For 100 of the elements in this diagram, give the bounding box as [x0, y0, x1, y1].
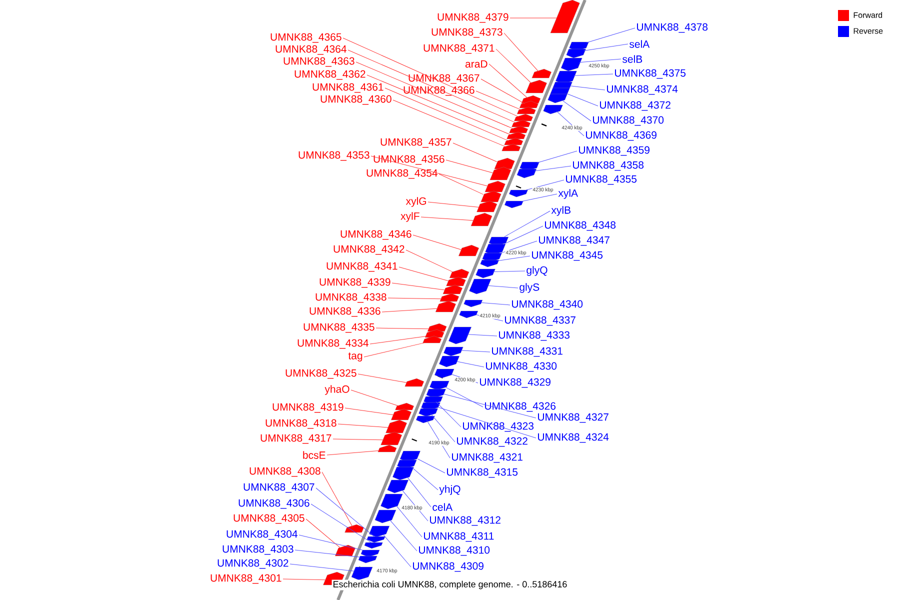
gene-glyph — [566, 48, 586, 58]
leader-line — [370, 336, 428, 344]
gene-glyph — [532, 68, 552, 78]
leader-line — [436, 401, 462, 428]
leader-line — [570, 86, 606, 90]
gene-label: UMNK88_4373 — [432, 28, 502, 38]
leader-line — [376, 328, 430, 330]
gene-label: UMNK88_4303 — [222, 545, 294, 555]
legend-label: Reverse — [854, 28, 883, 34]
gene-label: UMNK88_4311 — [424, 532, 494, 542]
gene-glyph — [516, 106, 536, 114]
leader-line — [497, 256, 530, 262]
gene-label: UMNK88_4371 — [424, 44, 494, 54]
gene-label: UMNK88_4358 — [573, 161, 644, 171]
gene-glyph — [484, 180, 506, 192]
gene-label: UMNK88_4347 — [539, 236, 610, 246]
gene-label: UMNK88_4342 — [334, 245, 404, 255]
leader-line — [430, 413, 456, 442]
leader-line — [338, 424, 389, 428]
gene-glyph — [464, 300, 483, 308]
gene-label: UMNK88_4312 — [430, 516, 500, 526]
leader-line — [390, 520, 418, 552]
leader-line — [428, 202, 480, 208]
leader-line — [310, 504, 372, 543]
gene-label: UMNK88_4359 — [579, 146, 650, 156]
gene-label: UMNK88_4334 — [298, 339, 368, 349]
leader-line — [382, 534, 412, 568]
leader-line — [366, 74, 512, 136]
leader-line — [282, 578, 326, 580]
gene-glyph — [400, 450, 420, 462]
gene-glyph — [378, 444, 397, 452]
leader-line — [480, 302, 510, 306]
gene-label: UMNK88_4333 — [499, 331, 570, 341]
gene-glyph — [369, 526, 390, 538]
gene-glyph — [476, 268, 496, 278]
leader-line — [426, 420, 450, 458]
gene-glyph — [480, 190, 502, 202]
gene-label: celA — [432, 503, 453, 511]
leader-line — [384, 88, 509, 142]
gene-glyph — [424, 396, 443, 405]
gene-label: UMNK88_4353 — [298, 151, 370, 161]
gene-glyph — [569, 42, 589, 52]
gene-glyph — [480, 260, 500, 268]
leader-line — [407, 476, 432, 508]
leader-line — [420, 216, 474, 221]
gene-label: glyS — [520, 283, 540, 293]
leader-line — [584, 44, 628, 52]
leader-line — [306, 518, 340, 548]
gene-glyph — [469, 278, 492, 294]
gene-glyph — [439, 356, 460, 368]
gene-label: UMNK88_4348 — [545, 221, 616, 231]
gene-glyph — [512, 120, 530, 128]
gene-label: UMNK88_4379 — [438, 13, 508, 23]
gene-glyph — [395, 402, 414, 410]
leader-line — [492, 270, 526, 272]
gene-label: UMNK88_4370 — [593, 116, 664, 126]
gene-label: UMNK88_4372 — [600, 101, 670, 111]
gene-label: UMNK88_4345 — [532, 251, 603, 261]
gene-glyph — [519, 100, 538, 108]
leader-line — [342, 38, 519, 118]
leader-line — [476, 90, 522, 110]
gene-glyph — [391, 408, 412, 420]
leader-line — [488, 285, 518, 288]
gene-glyph — [458, 244, 479, 256]
leader-line — [294, 550, 360, 558]
gene-label: UMNK88_4330 — [486, 362, 557, 372]
gene-label: UMNK88_4355 — [566, 175, 637, 185]
gene-glyph — [516, 168, 537, 178]
gene-glyph — [488, 236, 509, 246]
leader-line — [445, 386, 484, 408]
gene-glyph — [514, 114, 533, 122]
gene-label: glyQ — [526, 266, 548, 276]
leader-line — [500, 240, 538, 254]
gene-label: UMNK88_4364 — [276, 45, 346, 55]
gene-glyph — [449, 268, 470, 278]
gene-glyph — [404, 378, 424, 387]
gene-label: bcsE — [303, 451, 326, 459]
gene-glyph — [364, 542, 383, 549]
gene-glyph — [442, 284, 463, 294]
leader-line — [504, 210, 550, 238]
gene-glyph — [485, 244, 506, 256]
leader-line — [460, 350, 490, 352]
gene-label: UMNK88_4301 — [210, 574, 282, 584]
gene-label: UMNK88_4324 — [538, 433, 609, 443]
gene-glyph — [397, 460, 417, 470]
gene-label: yhaO — [324, 385, 350, 395]
gene-label: UMNK88_4325 — [286, 369, 356, 379]
gene-glyph — [422, 336, 442, 344]
gene-label: UMNK88_4362 — [294, 70, 366, 80]
gene-label: UMNK88_4319 — [272, 403, 344, 413]
gene-label: UMNK88_4360 — [320, 95, 392, 105]
gene-glyph — [358, 556, 378, 564]
gene-glyph — [380, 432, 402, 446]
leader-line — [537, 150, 578, 163]
gene-label: UMNK88_4338 — [316, 293, 386, 303]
leader-line — [298, 534, 363, 550]
leader-line — [326, 450, 380, 456]
gene-label: UMNK88_4307 — [244, 483, 314, 493]
gene-label: tag — [348, 352, 362, 362]
gene-label: UMNK88_4341 — [326, 262, 398, 272]
